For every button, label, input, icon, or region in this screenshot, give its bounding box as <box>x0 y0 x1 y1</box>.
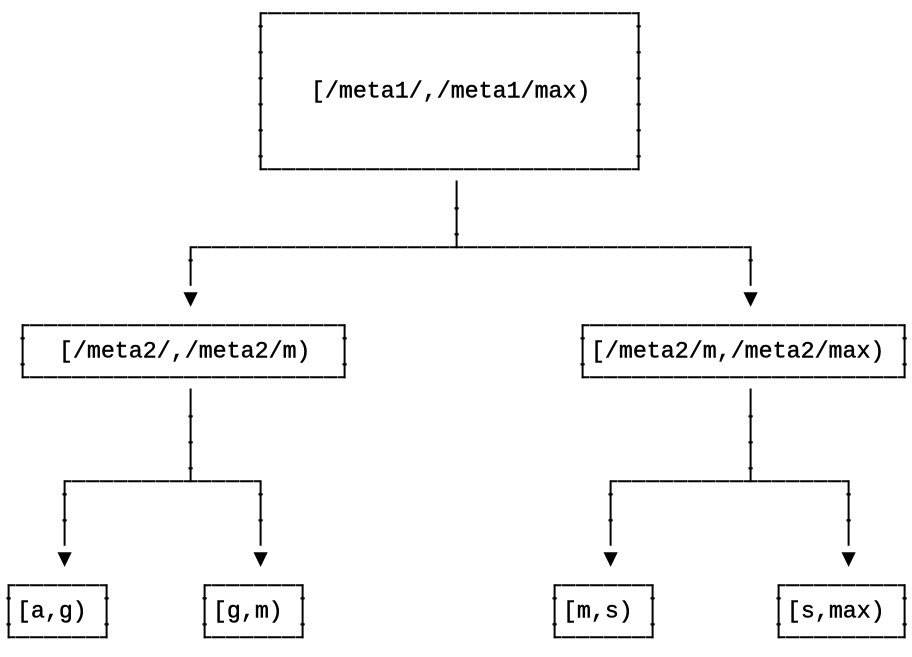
svg-text:[/meta2/,/meta2/m): [/meta2/,/meta2/m) <box>59 338 311 364</box>
svg-text:[a,g): [a,g) <box>17 598 87 624</box>
svg-text:[/meta2/m,/meta2/max): [/meta2/m,/meta2/max) <box>591 338 885 364</box>
svg-text:[m,s): [m,s) <box>563 598 633 624</box>
svg-text:[/meta1/,/meta1/max): [/meta1/,/meta1/max) <box>311 78 591 104</box>
svg-text:[g,m): [g,m) <box>213 598 283 624</box>
svg-text:[s,max): [s,max) <box>787 598 885 624</box>
